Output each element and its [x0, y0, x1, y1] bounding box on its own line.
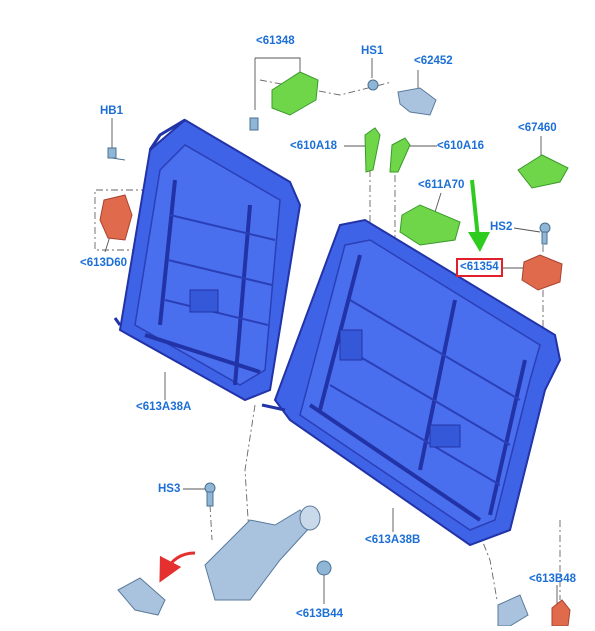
callout-613b44[interactable]: <613B44 — [296, 608, 343, 620]
callout-67460[interactable]: <67460 — [518, 122, 557, 134]
green-pointer-arrow — [468, 179, 490, 252]
callout-613a38b[interactable]: <613A38B — [365, 534, 421, 546]
callout-610a18[interactable]: <610A18 — [290, 140, 337, 152]
callout-61354[interactable]: <61354 — [456, 258, 503, 277]
callout-hs3[interactable]: HS3 — [158, 483, 181, 495]
left-seat-frame — [113, 118, 302, 402]
callout-hb1[interactable]: HB1 — [100, 105, 124, 117]
callout-611a70[interactable]: <611A70 — [418, 179, 465, 191]
callout-hs1[interactable]: HS1 — [361, 45, 384, 57]
callout-610a16[interactable]: <610A16 — [437, 140, 484, 152]
callout-613b48[interactable]: <613B48 — [529, 573, 576, 585]
callout-hs2[interactable]: HS2 — [490, 221, 513, 233]
callout-62452[interactable]: <62452 — [414, 55, 453, 67]
callout-613a38a[interactable]: <613A38A — [136, 401, 192, 413]
right-seat-frame — [261, 218, 562, 547]
fasteners — [107, 79, 551, 507]
callout-61348[interactable]: <61348 — [256, 35, 295, 47]
green-parts — [271, 71, 569, 246]
metal-brackets — [117, 87, 529, 627]
red-rotation-arrow — [159, 551, 196, 583]
orange-parts — [99, 194, 571, 627]
callout-613d60[interactable]: <613D60 — [80, 257, 127, 269]
